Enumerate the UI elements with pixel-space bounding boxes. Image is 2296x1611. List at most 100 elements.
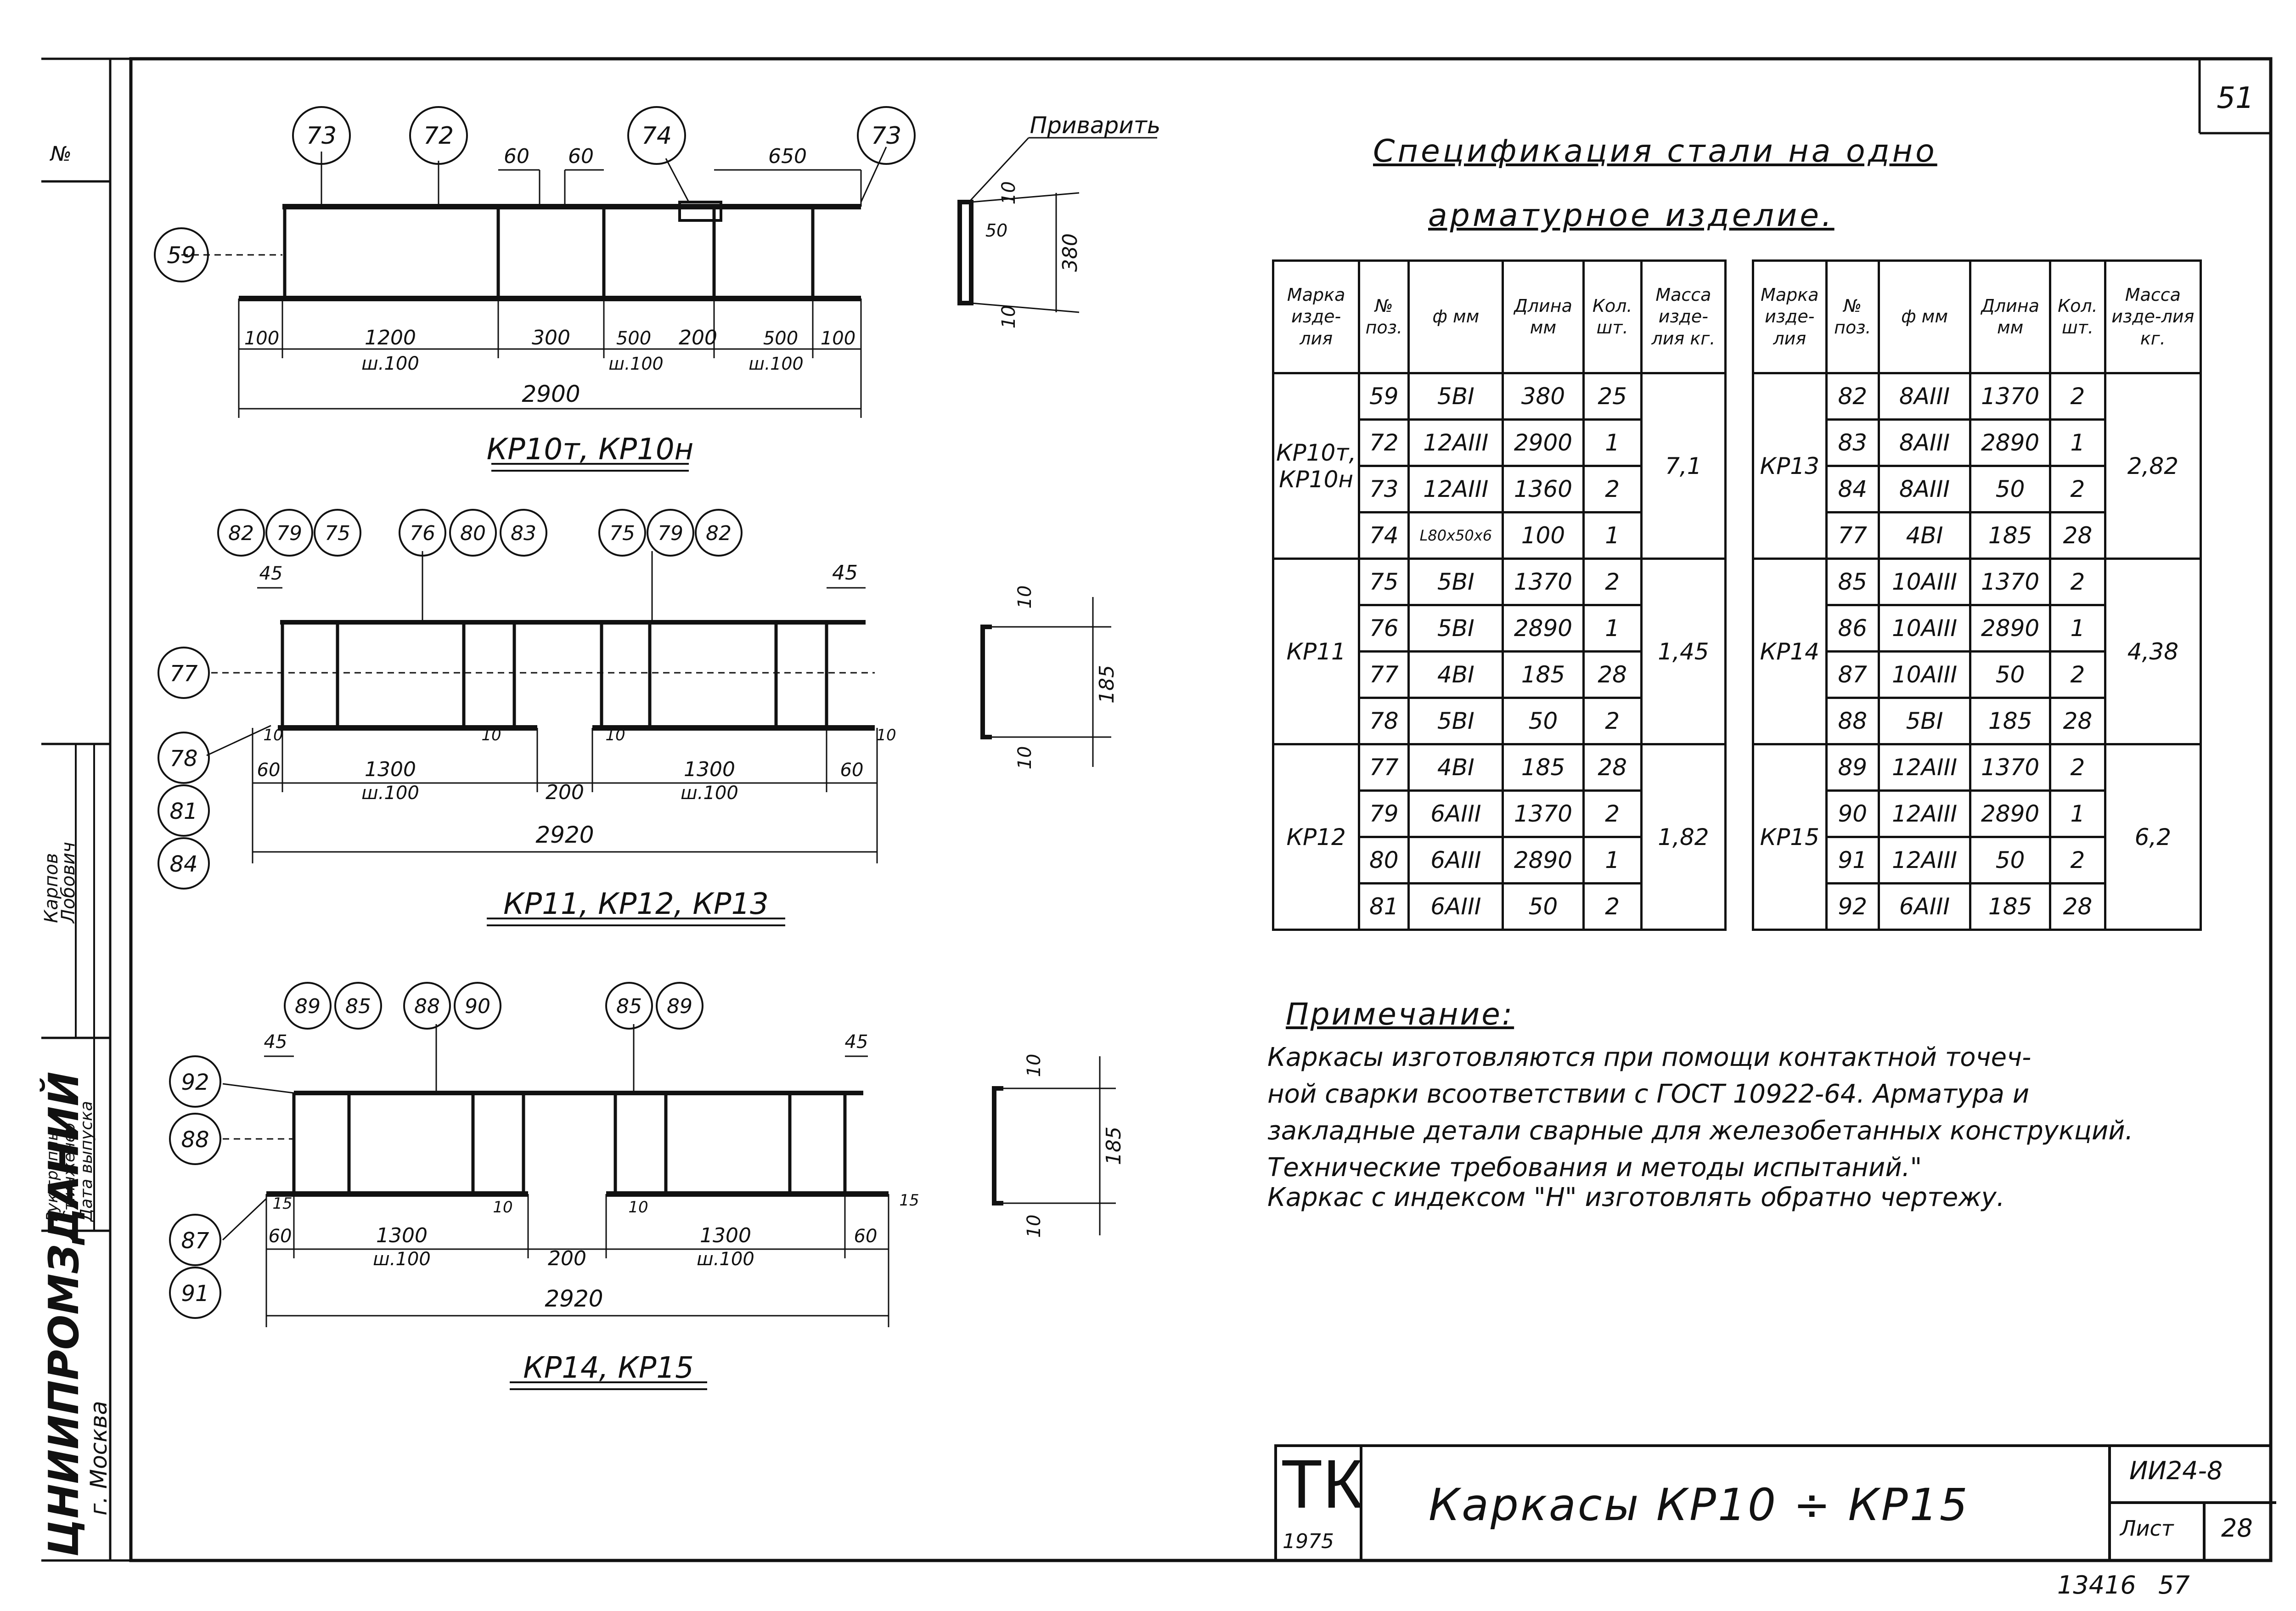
dia-cell: 6АІІІ <box>1878 882 1972 931</box>
dim-45d: 45 <box>845 1031 868 1053</box>
side-role-2: Ст.инженер <box>60 1123 79 1222</box>
dim-100b: 100 <box>821 328 855 349</box>
note-title: Примечание: <box>1286 997 1514 1032</box>
side-org: ЦНИИПРОМЗДАНИЙ <box>39 1071 88 1557</box>
dia-cell: 10АІІІ <box>1878 558 1972 606</box>
dia-cell: L80x50x6 <box>1407 511 1504 560</box>
dim-200: 200 <box>679 326 717 349</box>
sec3-dim-10b: 10 <box>1024 1215 1045 1238</box>
pos-cell: 74 <box>1358 511 1410 560</box>
dia-cell: 4ВІ <box>1407 743 1504 792</box>
dia-cell: 8АІІІ <box>1878 465 1972 513</box>
dia-cell: 6АІІІ <box>1407 789 1504 838</box>
spec-table-left: Марка изде-лия № поз. ф мм Длина мм Кол.… <box>1272 259 1727 931</box>
side-name-2: Лобович <box>58 842 79 924</box>
pos-cell: 88 <box>1825 697 1880 745</box>
bubble-84: 84 <box>169 851 197 877</box>
kr10-labels: 73 72 74 73 59 60 60 650 100 1200 ш.100 … <box>167 112 1160 467</box>
bubble-81: 81 <box>169 799 197 824</box>
code-divider <box>2111 1501 2276 1504</box>
pos-cell: 73 <box>1358 465 1410 513</box>
mark-cell: КР12 <box>1272 743 1361 931</box>
dim-45a: 45 <box>259 563 283 584</box>
bubble-77: 77 <box>169 661 198 687</box>
dim-step-a: ш.100 <box>361 353 419 374</box>
side-role-1: Рук.группы <box>43 1128 62 1222</box>
bubble-88a: 88 <box>414 995 440 1018</box>
qty-cell: 2 <box>2049 372 2106 421</box>
len-cell: 2890 <box>1969 604 2052 653</box>
sheet-frame <box>41 57 2273 1562</box>
hdr-mass: Масса изде-лия кг. <box>1640 259 1727 374</box>
dim-10b: 10 <box>481 726 501 744</box>
dim-step-g: ш.100 <box>697 1249 754 1270</box>
len-cell: 2890 <box>1502 836 1585 884</box>
hdr-pos: № поз. <box>1358 259 1410 374</box>
hdr-mark: Марка изде-лия <box>1752 259 1828 374</box>
dim-step-c: ш.100 <box>748 354 803 374</box>
len-cell: 1360 <box>1502 465 1585 513</box>
pos-cell: 91 <box>1825 836 1880 884</box>
dia-cell: 12АІІІ <box>1878 836 1972 884</box>
qty-cell: 2 <box>1582 465 1643 513</box>
bubble-89b: 89 <box>667 995 692 1018</box>
dia-cell: 4ВІ <box>1878 511 1972 560</box>
bubble-87: 87 <box>181 1228 209 1254</box>
bubble-88b: 88 <box>181 1127 209 1153</box>
len-cell: 50 <box>1969 650 2052 699</box>
hdr-dia: ф мм <box>1407 259 1504 374</box>
dim-1300d: 1300 <box>700 1224 751 1247</box>
len-cell: 1370 <box>1969 372 2052 421</box>
bubble-74: 74 <box>642 122 672 150</box>
mark-cell: КР15 <box>1752 743 1828 931</box>
bubble-73b: 73 <box>871 122 901 150</box>
hdr-len: Длина мм <box>1502 259 1585 374</box>
dim-1300b: 1300 <box>684 758 735 781</box>
note-line-5: Каркас с индексом "Н" изготовлять обратн… <box>1267 1183 2005 1212</box>
dia-cell: 8АІІІ <box>1878 372 1972 421</box>
pos-cell: 79 <box>1358 789 1410 838</box>
table-row: КР13 82 8АІІІ 1370 2 2,82 <box>1752 372 2202 560</box>
len-cell: 50 <box>1969 465 2052 513</box>
spec-title-2: арматурное изделие. <box>1428 197 1835 234</box>
caption-kr10: КР10т, КР10н <box>487 433 694 467</box>
pos-cell: 77 <box>1825 511 1880 560</box>
dim-200b: 200 <box>546 781 584 804</box>
dim-1300a: 1300 <box>365 758 416 781</box>
caption-kr11: КР11, КР12, КР13 <box>503 887 769 921</box>
bottom-number-1: 13416 <box>2057 1571 2136 1600</box>
drawing-kr10 <box>154 106 1157 418</box>
qty-cell: 25 <box>1582 372 1643 421</box>
sec1-dim-10b: 10 <box>998 305 1019 329</box>
side-stamp: № ЦНИИПРОМЗДАНИЙ г. Москва Рук.группы Ст… <box>39 142 112 1557</box>
sheet-divider <box>2203 1501 2206 1560</box>
len-cell: 1370 <box>1502 789 1585 838</box>
table-row: КР15 89 12АІІІ 1370 2 6,2 <box>1752 743 2202 931</box>
drawing-kr14-15 <box>169 982 1116 1327</box>
table-row: КР12 77 4ВІ 185 28 1,82 <box>1272 743 1727 931</box>
qty-cell: 2 <box>2049 743 2106 792</box>
dim-60d: 60 <box>854 1226 878 1247</box>
pos-cell: 85 <box>1825 558 1880 606</box>
qty-cell: 1 <box>2049 604 2106 653</box>
len-cell: 380 <box>1502 372 1585 421</box>
pos-cell: 87 <box>1825 650 1880 699</box>
qty-cell: 2 <box>2049 836 2106 884</box>
pos-cell: 78 <box>1358 697 1410 745</box>
spec-title-1: Спецификация стали на одно <box>1373 133 1937 169</box>
table-row: КР14 85 10АІІІ 1370 2 4,38 <box>1752 558 2202 745</box>
qty-cell: 1 <box>2049 789 2106 838</box>
dim-15a: 15 <box>272 1194 292 1213</box>
pos-cell: 59 <box>1358 372 1410 421</box>
dim-total-2920b: 2920 <box>545 1285 603 1312</box>
pos-cell: 90 <box>1825 789 1880 838</box>
mass-cell: 2,82 <box>2104 372 2202 560</box>
dia-cell: 12АІІІ <box>1407 465 1504 513</box>
